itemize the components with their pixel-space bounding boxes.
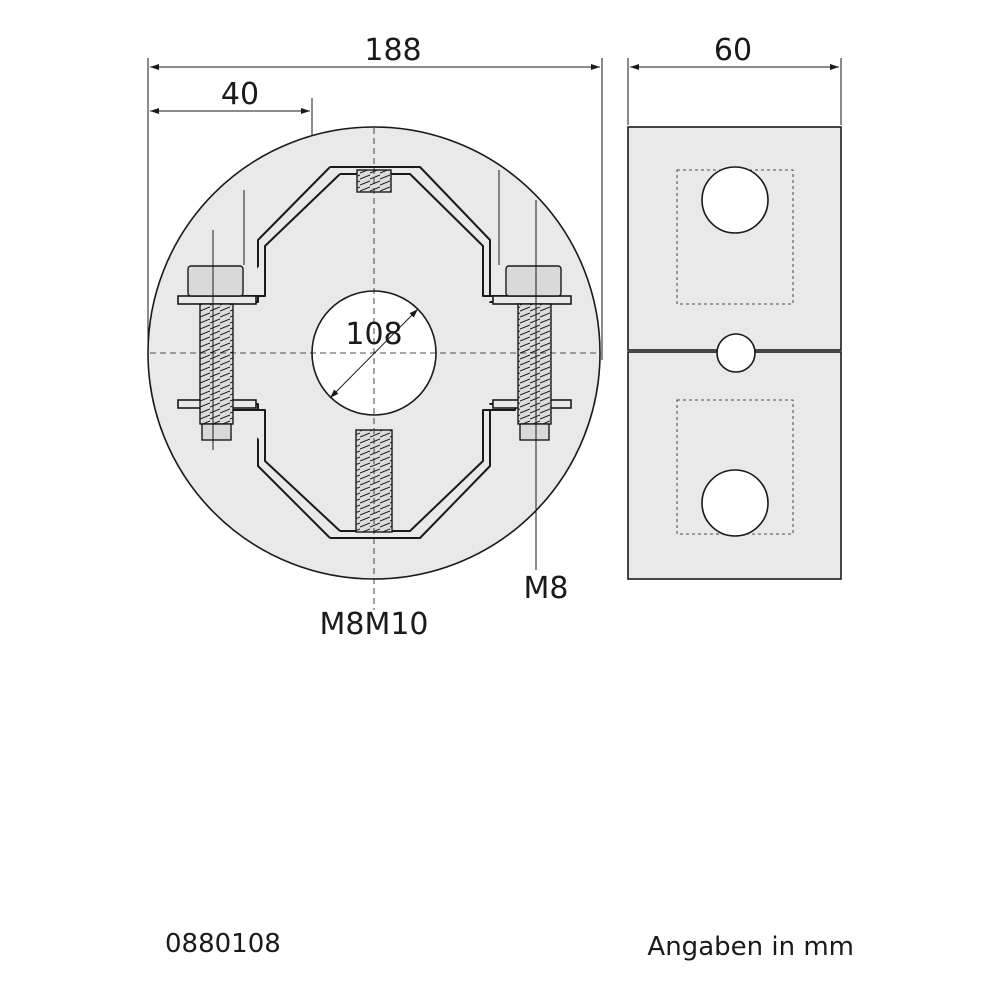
- side-upper-block: [627, 126, 842, 351]
- units-note: Angaben in mm: [647, 932, 854, 962]
- dimension-overall-width: 188: [147, 33, 603, 360]
- bore-diameter-line: [329, 308, 419, 399]
- dimension-188-label: 188: [364, 33, 421, 68]
- dimension-40-label: 40: [221, 77, 259, 112]
- lower-bolt-hole: [701, 469, 769, 537]
- side-lower-block: [627, 351, 842, 580]
- side-bolt-label: M8: [524, 571, 569, 606]
- article-number: 0880108: [165, 929, 281, 959]
- side-view: 60: [627, 33, 842, 580]
- front-view: 108: [147, 126, 601, 610]
- right-bolt-thread: [517, 303, 552, 425]
- center-thread-label: M8M10: [319, 607, 428, 642]
- left-bolt-tip: [201, 423, 232, 441]
- right-upper-washer: [492, 295, 572, 305]
- right-bolt-tip: [519, 423, 550, 441]
- right-bolt: [498, 170, 562, 570]
- upper-bolt-hole: [701, 166, 769, 234]
- center-pin-hole: [716, 333, 756, 373]
- right-bolt-head: [505, 265, 562, 297]
- left-upper-washer: [177, 295, 257, 305]
- left-bolt: [187, 190, 245, 450]
- left-bolt-head: [187, 265, 244, 297]
- left-bolt-thread: [199, 303, 234, 425]
- upper-hidden-recess: [676, 169, 794, 305]
- dimension-108-label: 108: [345, 317, 402, 352]
- dimension-60-label: 60: [714, 33, 752, 68]
